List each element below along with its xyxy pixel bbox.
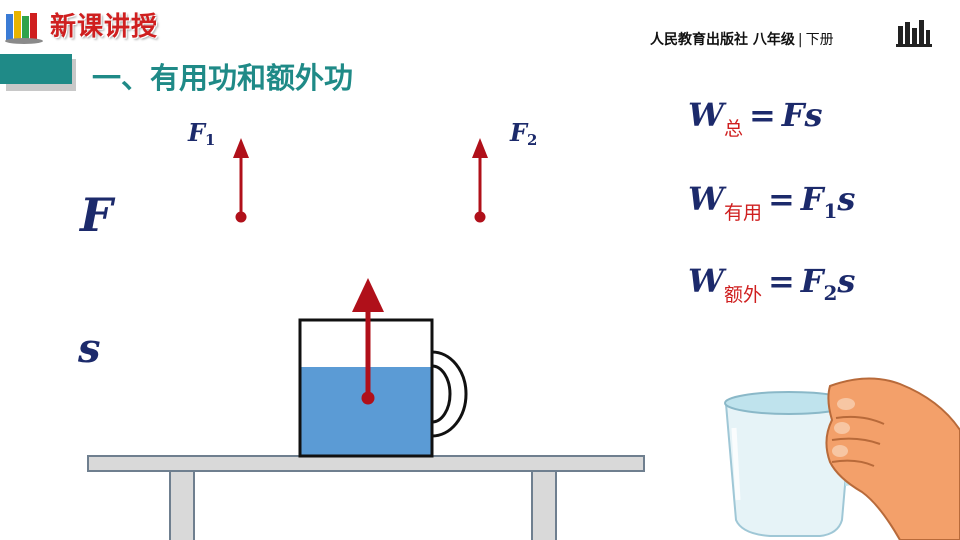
volume-label: 下册 <box>805 32 834 48</box>
formula-total-rhs: Fs <box>781 96 823 134</box>
hand-with-glass-illustration <box>724 377 960 540</box>
f2-label: F2 <box>510 118 538 150</box>
section-bar <box>0 54 72 84</box>
formula-total-w: W <box>688 96 724 134</box>
formula-extra-work: W额外=F2s <box>688 262 856 306</box>
f2-label-main: F <box>510 118 528 147</box>
publisher-name: 人民教育出版社 <box>650 32 748 48</box>
formula-extra-eq: = <box>767 262 795 300</box>
library-books-icon <box>896 20 932 47</box>
formula-useful-rhs-main: F <box>800 180 824 218</box>
f1-arrow <box>233 138 249 223</box>
section-title: 一、有用功和额外功 <box>92 61 354 95</box>
grade-label: 八年级 <box>752 32 795 48</box>
f1-label: F1 <box>188 118 216 150</box>
f1-label-main: F <box>188 118 206 147</box>
force-label: F <box>80 188 113 242</box>
formula-total-sub: 总 <box>723 118 743 140</box>
formula-useful-work: W有用=F1s <box>688 180 856 224</box>
formula-total-eq: = <box>748 96 776 134</box>
formula-extra-rhs-tail: s <box>837 262 856 300</box>
cup-illustration <box>298 318 468 458</box>
formula-useful-rhs-tail: s <box>837 180 856 218</box>
formula-useful-sub: 有用 <box>723 202 762 224</box>
distance-label: s <box>78 325 101 372</box>
f1-label-sub: 1 <box>205 131 216 150</box>
formula-useful-w: W <box>688 180 724 218</box>
formula-useful-rhs-sub: 1 <box>823 199 838 223</box>
f2-label-sub: 2 <box>527 131 538 150</box>
formula-extra-w: W <box>688 262 724 300</box>
formula-extra-rhs-main: F <box>800 262 824 300</box>
cup-force-arrow <box>352 278 384 405</box>
table-illustration <box>87 455 645 540</box>
f2-arrow <box>472 138 488 223</box>
formula-total-work: W总=Fs <box>688 96 823 140</box>
books-logo-icon <box>5 11 43 44</box>
formula-useful-eq: = <box>767 180 795 218</box>
formula-extra-rhs-sub: 2 <box>823 281 838 305</box>
publisher-info: 人民教育出版社 八年级|下册 <box>650 32 834 48</box>
formula-extra-sub: 额外 <box>723 284 762 306</box>
header-title: 新课讲授 <box>50 12 159 42</box>
